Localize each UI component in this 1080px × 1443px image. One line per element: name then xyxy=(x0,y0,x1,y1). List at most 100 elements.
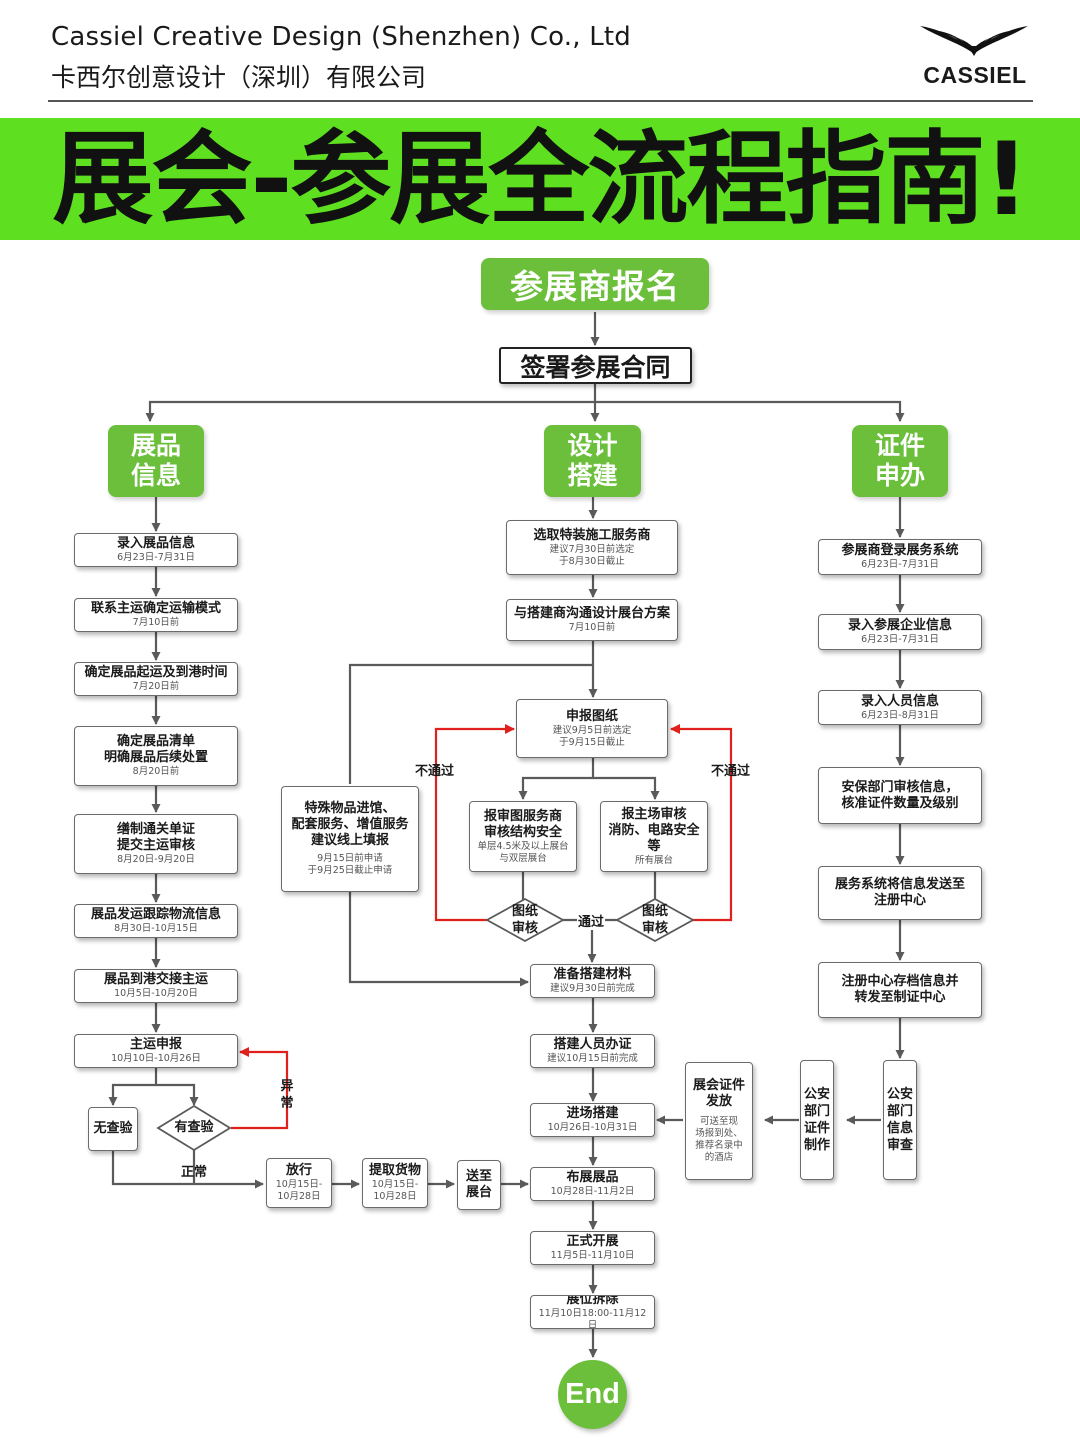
step-date: 11月10日18:00-11月12日 xyxy=(538,1308,647,1329)
step-date: 7月10日前 xyxy=(568,622,616,633)
exhibit-step: 缮制通关单证 提交主运审核 8月20日-9月20日 xyxy=(74,814,238,874)
step-date: 8月20日前 xyxy=(132,766,180,777)
exhibit-step: 展品到港交接主运 10月5日-10月20日 xyxy=(74,969,238,1003)
step-title: 录入展品信息 xyxy=(116,536,195,551)
page-title: 展会-参展全流程指南! xyxy=(52,120,1030,238)
design-step: 布展展品 10月28日-11月2日 xyxy=(530,1167,655,1201)
special-items-node: 特殊物品进馆、 配套服务、增值服务 建议线上填报 9月15日前申请 于9月25日… xyxy=(281,786,419,892)
step-title: 联系主运确定运输模式 xyxy=(90,601,221,616)
step-date: 建议7月30日前选定 于8月30日截止 xyxy=(549,543,635,567)
police-review-node: 公安 部门 信息 审查 xyxy=(883,1060,917,1180)
step-title: 无查验 xyxy=(93,1121,133,1136)
step-date: 11月5日-11月10日 xyxy=(550,1250,635,1261)
exhibit-step: 录入展品信息 6月23日-7月31日 xyxy=(74,533,238,567)
company-name-en: Cassiel Creative Design (Shenzhen) Co., … xyxy=(51,22,631,52)
contract-node: 签署参展合同 xyxy=(499,347,692,384)
cert-step: 安保部门审核信息， 核准证件数量及级别 xyxy=(818,767,982,824)
step-title: 报主场审核 消防、电路安全等 xyxy=(608,806,700,854)
step-title: 公安 部门 信息 审查 xyxy=(887,1087,914,1153)
end-node: End xyxy=(558,1360,627,1429)
step-title: 特殊物品进馆、 配套服务、增值服务 建议线上填报 xyxy=(291,801,409,848)
step-title: 注册中心存档信息并 转发至制证中心 xyxy=(841,974,959,1005)
cert-issue-node: 展会证件 发放 可送至现 场报到处、 推荐名录中 的酒店 xyxy=(685,1062,753,1180)
step-title: 进场搭建 xyxy=(566,1106,619,1121)
step-date: 建议9月5日前选定 于9月15日截止 xyxy=(552,724,632,748)
company-name-cn: 卡西尔创意设计（深圳）有限公司 xyxy=(51,63,427,92)
step-title: 准备搭建材料 xyxy=(553,967,632,982)
abnormal-label: 异 常 xyxy=(280,1079,294,1111)
drawing-review-label: 图纸 审核 xyxy=(641,904,668,936)
design-step: 展位拆除 11月10日18:00-11月12日 xyxy=(530,1295,655,1329)
step-date: 10月26日-10月31日 xyxy=(547,1122,638,1133)
step-title: 录入参展企业信息 xyxy=(847,618,952,633)
step-title: 录入人员信息 xyxy=(860,693,939,709)
release-node: 放行 10月15日- 10月28日 xyxy=(266,1158,332,1208)
review-service-node: 报审图服务商 审核结构安全 单层4.5米及以上展台 与双层展台 xyxy=(469,801,577,872)
step-title: 与搭建商沟通设计展台方案 xyxy=(513,606,670,621)
step-title: 展会证件 发放 xyxy=(692,1078,745,1109)
step-note: 可送至现 场报到处、 推荐名录中 的酒店 xyxy=(695,1116,743,1163)
fail-label-left: 不通过 xyxy=(415,764,455,779)
header-divider xyxy=(48,100,1033,102)
step-title: 放行 xyxy=(285,1163,312,1178)
design-step: 准备搭建材料 建议9月30日前完成 xyxy=(530,964,655,998)
column-header-cert: 证件 申办 xyxy=(852,425,948,497)
review-diamond-b xyxy=(615,897,695,943)
step-date: 单层4.5米及以上展台 与双层展台 xyxy=(477,840,569,864)
normal-label: 正常 xyxy=(181,1165,208,1180)
design-step: 正式开展 11月5日-11月10日 xyxy=(530,1231,655,1265)
step-title: 搭建人员办证 xyxy=(553,1037,632,1052)
cert-step: 录入人员信息 6月23日-8月31日 xyxy=(818,690,982,725)
step-title: 正式开展 xyxy=(566,1234,619,1249)
no-inspection-node: 无查验 xyxy=(88,1107,138,1151)
step-title: 展务系统将信息发送至 注册中心 xyxy=(834,877,965,908)
step-date: 建议10月15日前完成 xyxy=(547,1053,638,1064)
step-title: 参展商登录展务系统 xyxy=(841,543,959,558)
review-venue-node: 报主场审核 消防、电路安全等 所有展台 xyxy=(600,801,708,872)
pickup-node: 提取货物 10月15日- 10月28日 xyxy=(362,1158,428,1208)
step-date: 7月20日前 xyxy=(132,681,180,692)
pass-label: 通过 xyxy=(577,911,606,930)
step-date: 所有展台 xyxy=(634,854,673,866)
cert-step: 参展商登录展务系统 6月23日-7月31日 xyxy=(818,539,982,575)
step-date: 10月28日-11月2日 xyxy=(550,1186,635,1197)
step-date: 9月15日前申请 于9月25日截止申请 xyxy=(307,853,393,876)
start-node-registration: 参展商报名 xyxy=(481,258,709,310)
brand-wordmark: CASSIEL xyxy=(923,62,1027,88)
column-header-exhibit: 展品 信息 xyxy=(108,425,204,497)
title-banner: 展会-参展全流程指南! xyxy=(0,118,1080,240)
cert-step: 展务系统将信息发送至 注册中心 xyxy=(818,866,982,920)
step-title: 选取特装施工服务商 xyxy=(533,527,651,543)
step-title: 展品发运跟踪物流信息 xyxy=(90,907,221,922)
step-title: 提取货物 xyxy=(368,1163,421,1178)
police-cert-node: 公安 部门 证件 制作 xyxy=(800,1060,834,1180)
design-step: 与搭建商沟通设计展台方案 7月10日前 xyxy=(506,599,678,641)
cert-step: 录入参展企业信息 6月23日-7月31日 xyxy=(818,614,982,650)
step-date: 6月23日-7月31日 xyxy=(861,559,939,570)
to-booth-node: 送至 展台 xyxy=(457,1160,501,1210)
eagle-wings-icon xyxy=(920,26,1028,56)
step-date: 7月10日前 xyxy=(132,617,180,628)
step-title: 送至 展台 xyxy=(465,1169,492,1200)
exhibit-step: 确定展品起运及到港时间 7月20日前 xyxy=(74,662,238,696)
step-title: 主运申报 xyxy=(129,1037,182,1052)
design-step: 进场搭建 10月26日-10月31日 xyxy=(530,1103,655,1137)
column-header-design: 设计 搭建 xyxy=(544,425,641,497)
exhibit-step: 联系主运确定运输模式 7月10日前 xyxy=(74,598,238,632)
drawing-review-label: 图纸 审核 xyxy=(511,904,538,936)
step-date: 6月23日-7月31日 xyxy=(861,634,939,645)
design-step: 选取特装施工服务商 建议7月30日前选定 于8月30日截止 xyxy=(506,520,678,575)
step-title: 展位拆除 xyxy=(566,1295,619,1307)
step-date: 8月30日-10月15日 xyxy=(114,923,198,934)
step-date: 6月23日-7月31日 xyxy=(117,552,195,563)
design-step: 申报图纸 建议9月5日前选定 于9月15日截止 xyxy=(516,699,668,758)
step-date: 建议9月30日前完成 xyxy=(550,983,635,994)
exhibit-step: 主运申报 10月10日-10月26日 xyxy=(74,1034,238,1068)
review-diamond-a xyxy=(485,897,565,943)
step-title: 公安 部门 证件 制作 xyxy=(804,1087,831,1153)
step-title: 缮制通关单证 提交主运审核 xyxy=(116,822,195,853)
step-date: 10月15日- 10月28日 xyxy=(371,1179,419,1202)
inspection-label: 有查验 xyxy=(174,1120,214,1135)
exhibit-step: 展品发运跟踪物流信息 8月30日-10月15日 xyxy=(74,904,238,938)
